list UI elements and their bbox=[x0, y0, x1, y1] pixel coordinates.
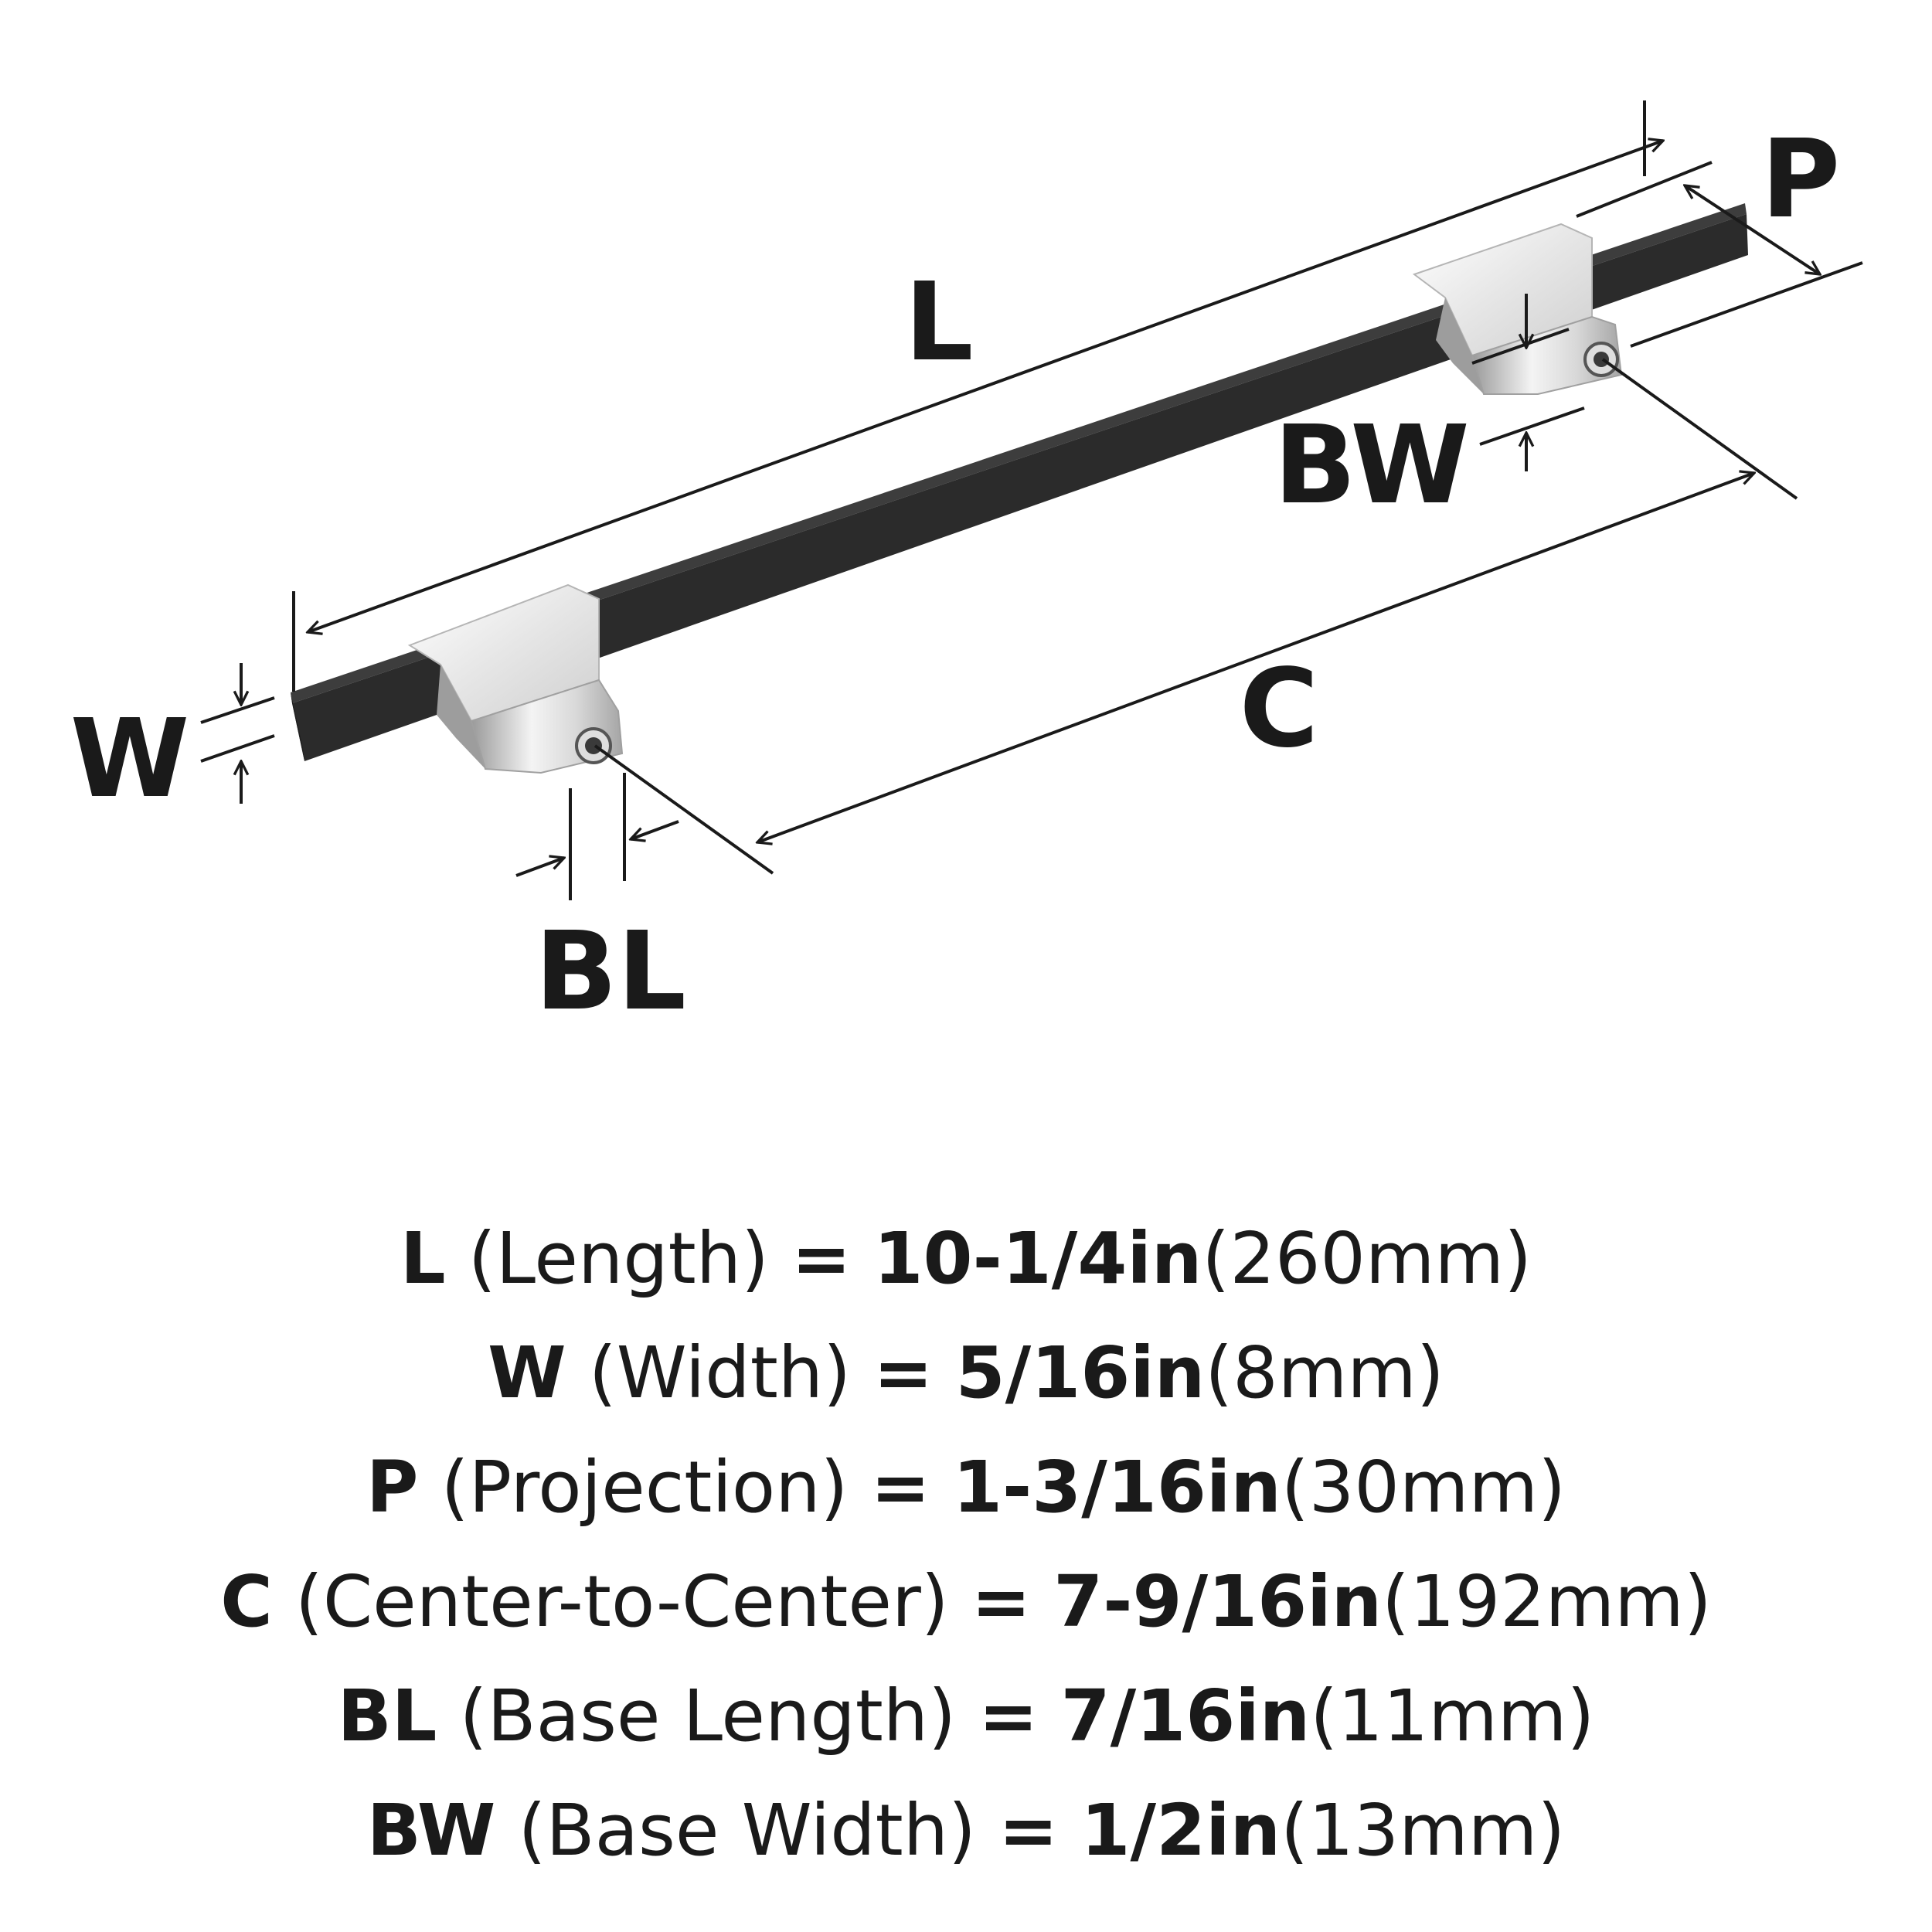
projection-extension-top bbox=[1576, 161, 1713, 218]
spec-code: P bbox=[366, 1446, 419, 1529]
spec-code: L bbox=[400, 1217, 446, 1300]
center-extension-right bbox=[1601, 358, 1798, 500]
label-base-length: BL bbox=[535, 909, 686, 1035]
spec-name: (Base Width) bbox=[518, 1789, 976, 1872]
spec-equals: = bbox=[873, 1332, 934, 1414]
length-dimension-arrow bbox=[308, 141, 1663, 632]
left-screw-hole-inner bbox=[585, 737, 602, 754]
label-projection: P bbox=[1761, 117, 1841, 243]
spec-name: (Projection) bbox=[440, 1446, 849, 1529]
projection-dimension-arrow bbox=[1685, 185, 1820, 274]
spec-imperial: 7/16in bbox=[1060, 1675, 1311, 1757]
spec-metric: (192mm) bbox=[1382, 1560, 1712, 1643]
spec-name: (Base Length) bbox=[459, 1675, 956, 1757]
spec-code: C bbox=[220, 1560, 273, 1643]
spec-row-base-width: BW (Base Width) = 1/2in(13mm) bbox=[0, 1774, 1932, 1888]
bar-end-face bbox=[291, 692, 304, 761]
left-post bbox=[407, 583, 624, 774]
spec-metric: (11mm) bbox=[1310, 1675, 1595, 1757]
spec-row-center-to-center: C (Center-to-Center) = 7-9/16in(192mm) bbox=[0, 1545, 1932, 1659]
center-dimension-arrow bbox=[757, 473, 1754, 842]
spec-row-length: L (Length) = 10-1/4in(260mm) bbox=[0, 1202, 1932, 1316]
spec-metric: (260mm) bbox=[1202, 1217, 1532, 1300]
spec-name: (Length) bbox=[468, 1217, 769, 1300]
spec-code: W bbox=[488, 1332, 566, 1414]
spec-row-base-length: BL (Base Length) = 7/16in(11mm) bbox=[0, 1659, 1932, 1774]
label-center-to-center: C bbox=[1240, 646, 1319, 772]
right-screw-hole-inner bbox=[1594, 352, 1609, 367]
spec-code: BL bbox=[337, 1675, 437, 1757]
spec-imperial: 1-3/16in bbox=[953, 1446, 1281, 1529]
spec-equals: = bbox=[978, 1675, 1039, 1757]
spec-metric: (13mm) bbox=[1281, 1789, 1566, 1872]
left-post-side bbox=[437, 665, 485, 769]
label-base-width: BW bbox=[1274, 403, 1469, 529]
spec-metric: (30mm) bbox=[1281, 1446, 1566, 1529]
spec-equals: = bbox=[971, 1560, 1032, 1643]
spec-name: (Center-to-Center) bbox=[295, 1560, 949, 1643]
spec-name: (Width) bbox=[588, 1332, 851, 1414]
spec-equals: = bbox=[998, 1789, 1059, 1872]
spec-equals: = bbox=[870, 1446, 930, 1529]
spec-imperial: 7-9/16in bbox=[1053, 1560, 1383, 1643]
spec-metric: (8mm) bbox=[1205, 1332, 1444, 1414]
right-post bbox=[1412, 223, 1623, 395]
spec-row-projection: P (Projection) = 1-3/16in(30mm) bbox=[0, 1430, 1932, 1545]
projection-extension-bottom bbox=[1630, 261, 1863, 348]
spec-code: BW bbox=[366, 1789, 496, 1872]
spec-imperial: 10-1/4in bbox=[873, 1217, 1202, 1300]
width-extension-bottom bbox=[200, 734, 275, 763]
spec-imperial: 5/16in bbox=[955, 1332, 1206, 1414]
spec-equals: = bbox=[791, 1217, 852, 1300]
label-length: L bbox=[904, 260, 973, 386]
base-width-extension-bottom bbox=[1479, 406, 1585, 446]
dimension-lines bbox=[200, 100, 1863, 900]
label-width: W bbox=[70, 696, 189, 822]
base-length-arrow-left bbox=[515, 858, 564, 877]
width-extension-top bbox=[200, 696, 275, 724]
specifications-list: L (Length) = 10-1/4in(260mm) W (Width) =… bbox=[0, 1202, 1932, 1888]
center-extension-left bbox=[594, 744, 774, 875]
base-length-arrow-right bbox=[631, 820, 679, 839]
spec-imperial: 1/2in bbox=[1080, 1789, 1281, 1872]
spec-row-width: W (Width) = 5/16in(8mm) bbox=[0, 1316, 1932, 1430]
